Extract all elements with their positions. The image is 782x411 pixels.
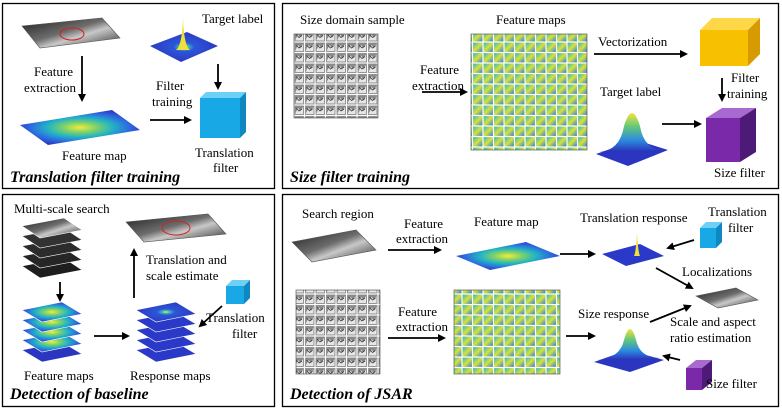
arrow-jsar-tfilter [666,239,695,251]
size-feature-extraction-label-2: extraction [412,78,464,93]
filter-training-label-2: training [152,94,193,109]
size-filter-label: Size filter [714,165,766,180]
panel-frame-size-training [281,2,780,190]
size-domain-sample-label: Size domain sample [300,12,405,27]
feature-extraction-label-2: extraction [24,80,76,95]
jsar-extraction-label-1b: extraction [396,231,448,246]
panel-frame-jsar [281,193,780,408]
panel-title-jsar: Detection of JSAR [289,386,413,403]
arrow-jsar-estimate [649,304,692,323]
arrow-jsar-sfilter [662,353,681,362]
jsar-feature-maps-grid [453,289,561,375]
bl-estimate-label-2: scale estimate [146,268,219,283]
size-target-label-bell [596,113,668,166]
bl-estimate-box [161,220,191,236]
panel-title-baseline: Detection of baseline [9,386,149,403]
translation-response-map [602,244,664,266]
filter-training-label-1: Filter [156,78,185,93]
translation-filter-label-1: Translation [195,145,254,160]
size-feature-extraction-label-1: Feature [420,62,459,77]
translation-response-label: Translation response [580,210,688,225]
arrow-bl-filter [198,305,223,328]
multi-scale-feature-stack [21,301,83,363]
feature-extraction-label-1: Feature [34,64,73,79]
scale-aspect-label-2: ratio estimation [670,330,752,345]
feature-maps-label: Feature maps [496,12,566,27]
multi-scale-image-stack [21,217,83,279]
localizations-label: Localizations [682,264,752,279]
translation-filter-label-2: filter [213,160,239,175]
jsar-extraction-label-2a: Feature [398,304,437,319]
size-response-label: Size response [578,306,649,321]
jsar-feature-map [456,242,560,270]
input-image [21,17,121,49]
response-map-stack [135,301,197,363]
size-filter-training-label-2: training [727,86,768,101]
size-response-bell [594,329,664,372]
jsar-translation-filter-label-1: Translation [708,204,767,219]
jsar-size-sample-grid [295,289,381,375]
translation-response-peak [634,232,640,256]
panel-size-training: Size domain sample Feature extraction Fe… [290,12,768,186]
jsar-extraction-label-2b: extraction [396,319,448,334]
search-region-label: Search region [302,206,374,221]
jsar-feature-map-label: Feature map [474,214,539,229]
panel-jsar: Search region Feature extraction Feature… [289,204,767,403]
jsar-extraction-label-1a: Feature [404,216,443,231]
jsar-translation-filter-cube [700,222,722,248]
size-target-label-text: Target label [600,84,662,99]
jsar-size-filter-label: Size filter [706,376,758,391]
scale-aspect-label-1: Scale and aspect [670,314,756,329]
target-label-text: Target label [202,11,264,26]
target-label-peak [176,18,190,50]
panel-frame-baseline [1,193,276,408]
size-domain-sample-grid [293,33,379,119]
response-maps-label: Response maps [130,368,211,383]
localization-image [695,287,759,309]
bl-feature-maps-label: Feature maps [24,368,94,383]
bl-translation-filter-cube [226,280,250,304]
panel-baseline: Multi-scale search Feature maps Response… [9,201,265,403]
bl-estimate-label-1: Translation and [146,252,227,267]
search-region-image [291,229,377,263]
bl-translation-filter-label-2: filter [232,326,258,341]
size-filter-block [706,108,756,162]
panel-title-size-training: Size filter training [290,169,410,186]
target-outline [59,27,85,41]
multi-scale-search-label: Multi-scale search [14,201,110,216]
jsar-size-filter-block [686,360,712,390]
feature-maps-grid [470,33,588,151]
vectorized-feature-block [700,18,760,66]
feature-map-label: Feature map [62,148,127,163]
jsar-translation-filter-label-2: filter [728,220,754,235]
panel-title-translation-training: Translation filter training [10,169,180,186]
translation-filter-cube [200,92,246,138]
bl-translation-filter-label-1: Translation [206,310,265,325]
vectorization-label: Vectorization [598,34,668,49]
feature-map [20,110,140,145]
arrow-jsar-localize [655,267,694,289]
size-filter-training-label-1: Filter [731,70,760,85]
bl-estimate-image [125,213,227,243]
panel-translation-training: Target label Feature extraction Feature … [10,11,264,186]
panel-frame-translation-training [1,2,276,190]
